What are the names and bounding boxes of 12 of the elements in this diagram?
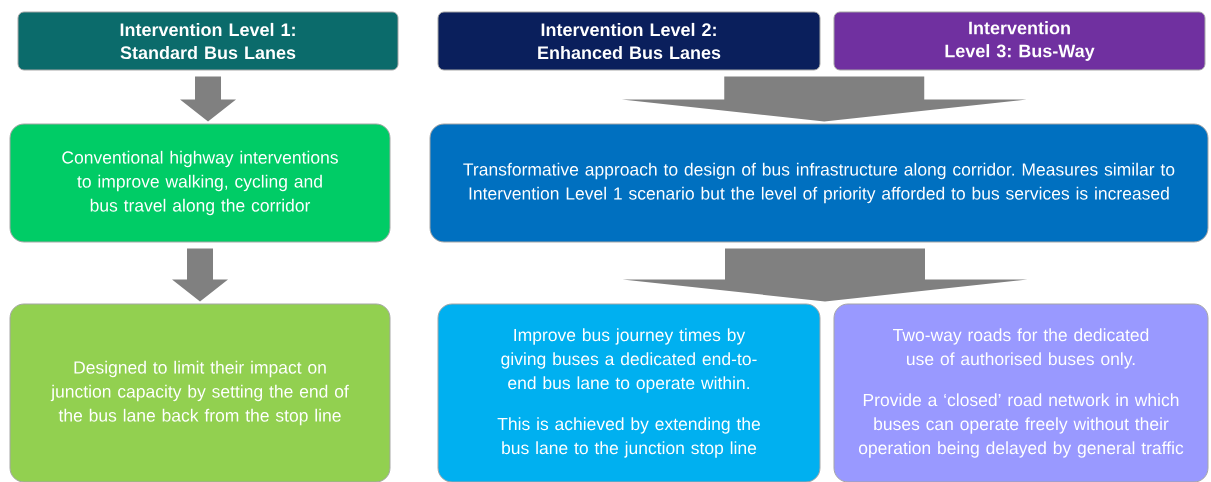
process-box: Two-way roads for the dedicated use of authorised buses only. Provide a ‘closed’ road network in which buses can operate freely without their operation being delayed by general traffic	[833, 303, 1209, 482]
block-arrow	[622, 248, 1028, 302]
block-arrow	[172, 248, 228, 302]
header-box: Intervention Level 3: Bus-Way	[833, 11, 1206, 71]
process-box: Designed to limit their impact on junction capacity by setting the end of the bus lane back from the stop line	[9, 303, 391, 482]
block-arrow	[621, 76, 1027, 122]
block-arrow	[180, 76, 236, 122]
header-box: Intervention Level 2: Enhanced Bus Lanes	[437, 11, 821, 71]
process-box: Improve bus journey times by giving buses a dedicated end-to-end bus lane to operate within. This is achieved by extending the bus lane to the junction stop line	[437, 303, 821, 482]
process-box: Transformative approach to design of bus infrastructure along corridor. Measures similar to Intervention Level 1 scenario but the level of priority afforded to bus services is increased	[429, 123, 1209, 243]
header-box: Intervention Level 1: Standard Bus Lanes	[17, 11, 399, 71]
process-box: Conventional highway interventions to improve walking, cycling and bus travel along the corridor	[9, 123, 391, 243]
